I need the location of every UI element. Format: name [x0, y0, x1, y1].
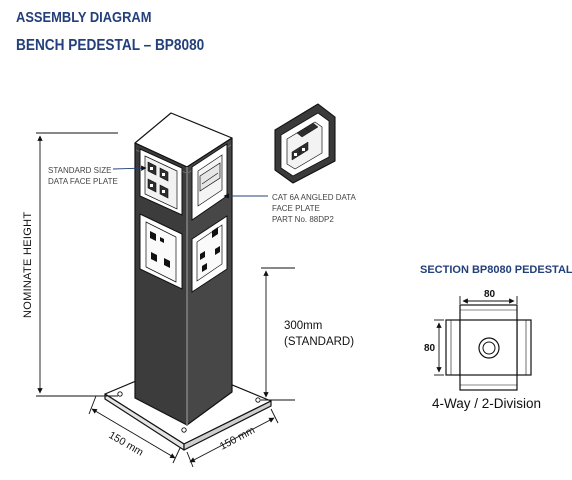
standard-height-dimension — [261, 267, 295, 401]
callout-line: CAT 6A ANGLED DATA — [272, 193, 357, 202]
power-outlet-icon — [150, 231, 170, 268]
standard-height-value: 300mm — [284, 320, 322, 332]
cat6-angled-plate — [191, 143, 228, 221]
data-face-plate — [139, 148, 183, 216]
cat6-callout: CAT 6A ANGLED DATA FACE PLATE PART No. 8… — [272, 193, 357, 224]
page-title: ASSEMBLY DIAGRAM — [16, 9, 152, 26]
base-width-dimensions — [88, 395, 279, 468]
callout-line: STANDARD SIZE — [48, 166, 111, 175]
callout-line: DATA FACE PLATE — [48, 177, 118, 186]
side-power-outlet-plate — [191, 215, 228, 293]
power-outlet-plate — [139, 213, 183, 290]
callout-leaders — [112, 165, 268, 199]
callout-line: PART No. 88DP2 — [272, 215, 334, 224]
section-dimension-lines — [434, 296, 518, 376]
section-title: SECTION BP8080 PEDESTAL — [420, 264, 572, 276]
section-width-label: 80 — [484, 289, 496, 300]
section-caption: 4-Way / 2-Division — [432, 396, 541, 411]
standard-height-note: (STANDARD) — [284, 336, 354, 348]
side-power-outlet-icon — [200, 227, 220, 272]
nominate-height-dimension — [36, 132, 118, 397]
base-width-left-label: 150 mm — [107, 429, 146, 458]
data-plate-callout: STANDARD SIZE DATA FACE PLATE — [48, 166, 118, 186]
height-label: NOMINATE HEIGHT — [22, 212, 34, 318]
page-subtitle: BENCH PEDESTAL – BP8080 — [16, 37, 205, 54]
section-view — [445, 304, 532, 391]
cat6-plate-detail-inset — [274, 103, 336, 184]
section-depth-label: 80 — [424, 343, 436, 354]
callout-line: FACE PLATE — [272, 204, 320, 213]
